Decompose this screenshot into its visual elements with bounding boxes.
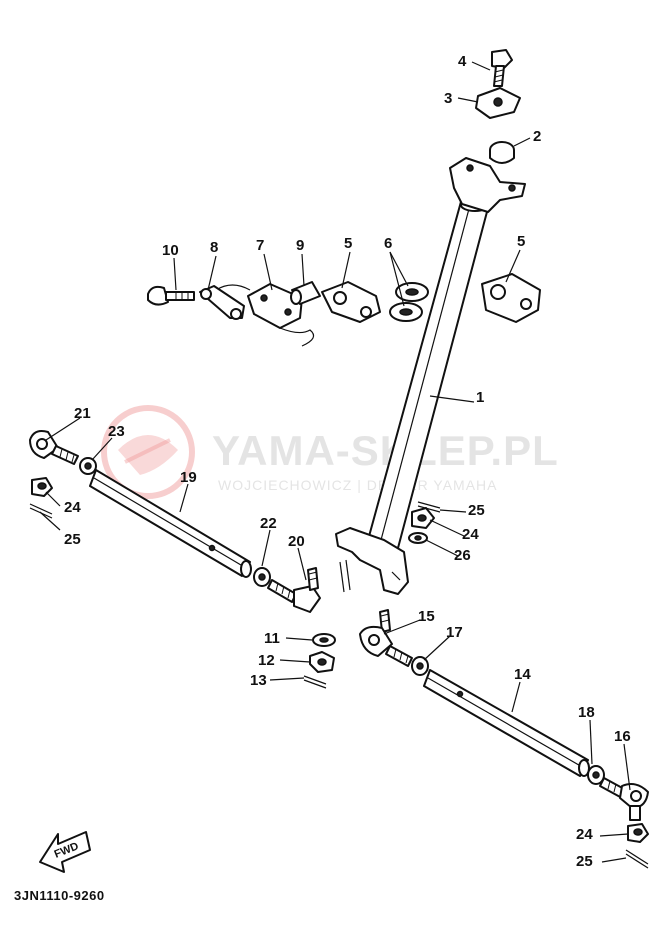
callouts: 1 2 3 4 5 5 6 7 8 9 10 11 12 13 14 15 16… bbox=[64, 53, 631, 870]
part-nut-left bbox=[31, 477, 53, 497]
part-bolt-top bbox=[491, 49, 513, 87]
part-holder-right bbox=[481, 273, 541, 323]
watermark-title: YAMA-SKLEP.PL bbox=[212, 427, 559, 474]
part-washer-11 bbox=[312, 633, 336, 647]
callout-19: 19 bbox=[180, 469, 197, 486]
part-steering-column bbox=[335, 157, 526, 595]
callout-8: 8 bbox=[210, 239, 218, 256]
callout-16: 16 bbox=[614, 728, 631, 745]
callout-23: 23 bbox=[108, 423, 125, 440]
callout-9: 9 bbox=[296, 237, 304, 254]
callout-1: 1 bbox=[476, 389, 484, 406]
callout-26: 26 bbox=[454, 547, 471, 564]
callout-14: 14 bbox=[514, 666, 531, 683]
watermark: YAMA-SKLEP.PL WOJCIECHOWICZ | DEALER YAM… bbox=[101, 405, 559, 499]
part-nut-upper bbox=[411, 507, 435, 529]
callout-24-right: 24 bbox=[576, 826, 593, 843]
part-cotter-pin-upper bbox=[417, 501, 441, 513]
callout-22: 22 bbox=[260, 515, 277, 532]
callout-6: 6 bbox=[384, 235, 392, 252]
part-holder-left bbox=[321, 281, 381, 323]
callout-17: 17 bbox=[446, 624, 463, 641]
part-cotter-pin-13 bbox=[303, 675, 327, 689]
watermark-logo bbox=[101, 405, 195, 499]
part-plate bbox=[215, 283, 315, 347]
part-nut-right bbox=[627, 823, 649, 843]
part-code: 3JN1110-9260 bbox=[14, 888, 105, 903]
part-spacer bbox=[290, 281, 321, 305]
part-cotter-pin-left bbox=[29, 503, 53, 519]
callout-4: 4 bbox=[458, 53, 467, 70]
callout-5-right: 5 bbox=[517, 233, 525, 250]
callout-21: 21 bbox=[74, 405, 91, 422]
part-bolt-lever bbox=[147, 285, 195, 306]
part-tie-rod-right bbox=[359, 609, 649, 821]
callout-24-left: 24 bbox=[64, 499, 81, 516]
part-nut-12 bbox=[309, 651, 335, 673]
callout-10: 10 bbox=[162, 242, 179, 259]
part-cotter-pin-right bbox=[625, 849, 649, 869]
callout-3: 3 bbox=[444, 90, 452, 107]
callout-24-mid: 24 bbox=[462, 526, 479, 543]
callout-12: 12 bbox=[258, 652, 275, 669]
callout-2: 2 bbox=[533, 128, 541, 145]
leader-lines bbox=[39, 61, 631, 863]
part-washers bbox=[389, 282, 429, 322]
callout-20: 20 bbox=[288, 533, 305, 550]
fwd-arrow: FWD bbox=[39, 831, 91, 873]
callout-13: 13 bbox=[250, 672, 267, 689]
part-tie-rod-left bbox=[29, 430, 321, 613]
callout-25-right: 25 bbox=[576, 853, 593, 870]
callout-11: 11 bbox=[264, 630, 280, 647]
part-washer-26 bbox=[408, 532, 428, 544]
part-bush bbox=[489, 141, 515, 164]
callout-25-mid: 25 bbox=[468, 502, 485, 519]
callout-7: 7 bbox=[256, 237, 264, 254]
callout-5-left: 5 bbox=[344, 235, 352, 252]
watermark-subtitle: WOJCIECHOWICZ | DEALER YAMAHA bbox=[218, 477, 497, 493]
part-collar bbox=[475, 87, 521, 119]
part-lever bbox=[199, 285, 245, 320]
callout-18: 18 bbox=[578, 704, 595, 721]
callout-25-left: 25 bbox=[64, 531, 81, 548]
callout-15: 15 bbox=[418, 608, 435, 625]
